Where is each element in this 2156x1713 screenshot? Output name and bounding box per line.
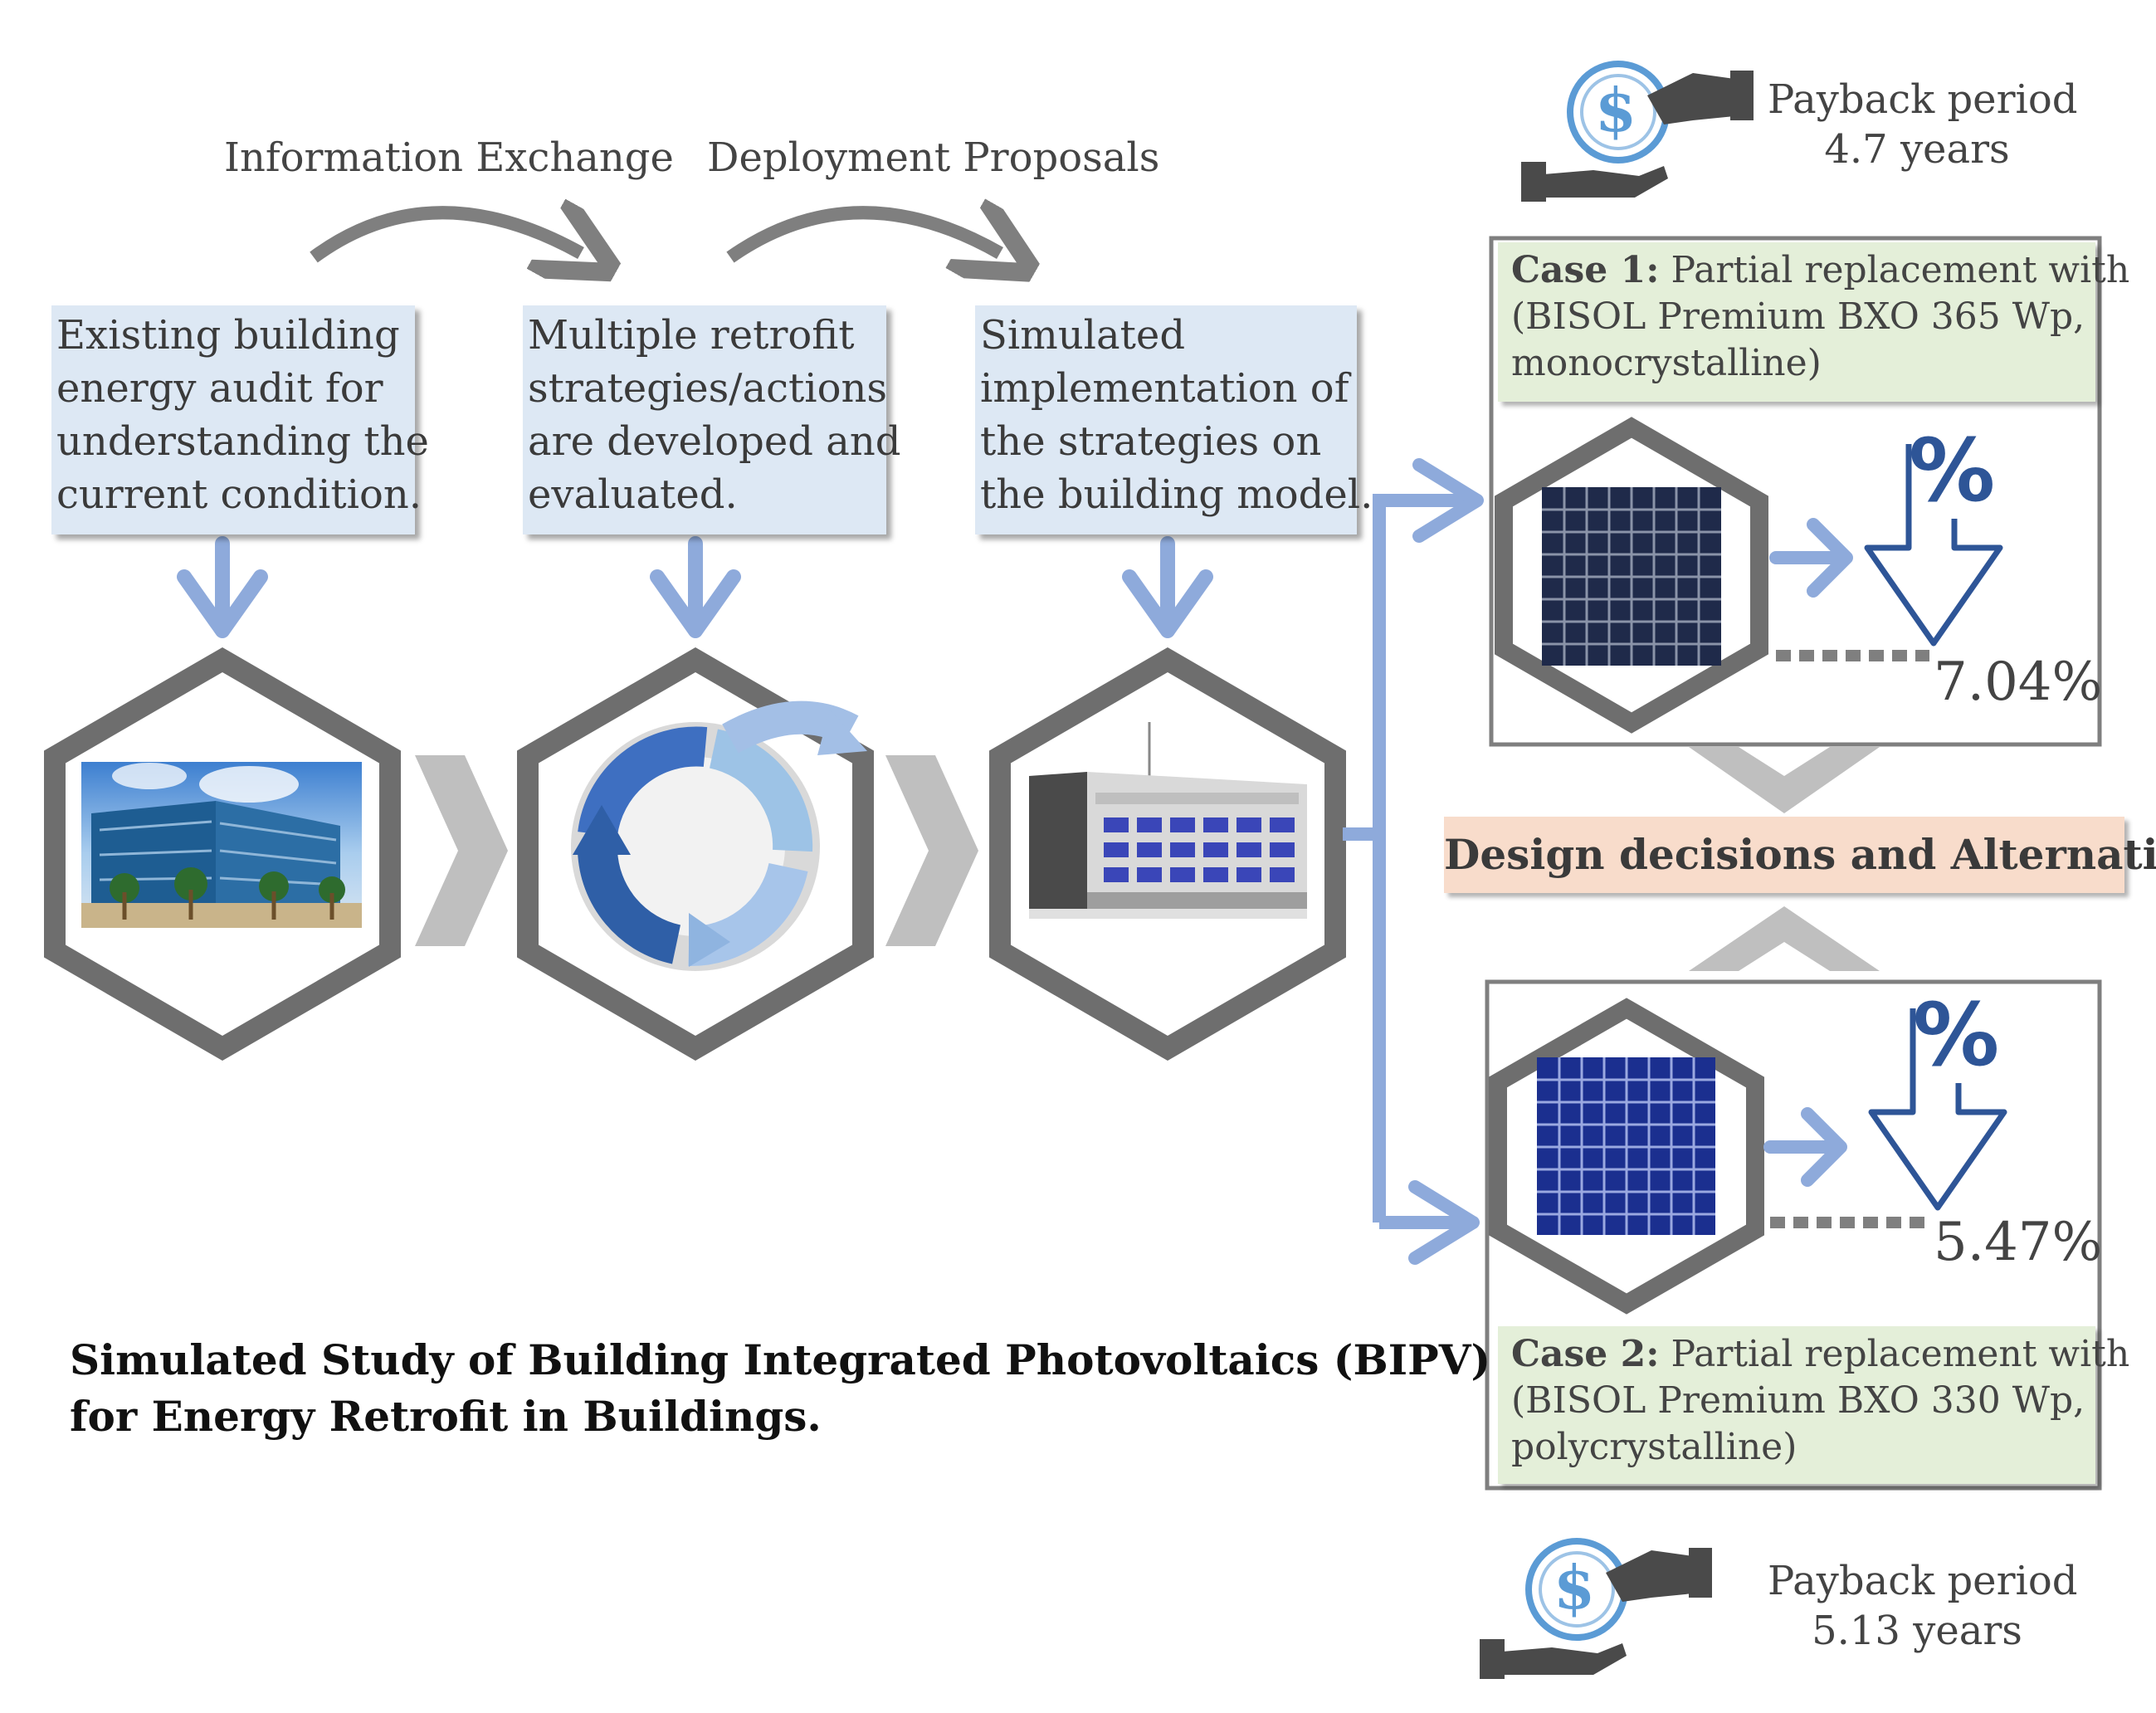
right-arrow-icon bbox=[1769, 518, 1853, 598]
hexagon-building-model bbox=[989, 647, 1346, 1061]
mono-solar-panel-icon bbox=[1542, 487, 1721, 666]
step-text-line: the building model. bbox=[980, 471, 1373, 518]
percent-symbol: % bbox=[1913, 984, 2000, 1086]
building-model-icon bbox=[1029, 722, 1307, 919]
case2-payback: Payback period 5.13 years bbox=[1768, 1556, 2078, 1656]
step-box-strategies: Multiple retrofit strategies/actions are… bbox=[523, 305, 901, 534]
dollar-symbol: $ bbox=[1595, 75, 1637, 145]
step-text-line: current condition. bbox=[56, 471, 422, 518]
chevron-right-icon bbox=[885, 755, 978, 946]
building-photo-icon bbox=[81, 762, 362, 928]
case1-reduction-value: 7.04% bbox=[1934, 652, 2103, 713]
payback-label: Payback period bbox=[1768, 76, 2078, 123]
case2-line2: (BISOL Premium BXO 330 Wp, bbox=[1511, 1379, 2085, 1422]
step-text-line: evaluated. bbox=[528, 471, 738, 518]
right-arrow-icon bbox=[1763, 1107, 1847, 1187]
case1-heading: Case 1: bbox=[1511, 249, 1660, 291]
chevron-right-icon bbox=[415, 755, 508, 946]
hexagon-poly-panel bbox=[1489, 998, 1764, 1315]
money-hands-icon bbox=[1480, 1538, 1712, 1679]
hexagon-building-photo bbox=[44, 647, 401, 1061]
down-arrow-icon bbox=[650, 536, 741, 638]
dollar-symbol: $ bbox=[1554, 1552, 1596, 1623]
payback-value: 4.7 years bbox=[1824, 126, 2010, 173]
step-text-line: strategies/actions bbox=[528, 365, 888, 412]
case1-payback: Payback period 4.7 years bbox=[1768, 75, 2078, 174]
step-text-line: Multiple retrofit bbox=[528, 312, 855, 359]
case2-line3: polycrystalline) bbox=[1511, 1426, 1797, 1468]
down-arrow-icon bbox=[1122, 536, 1213, 638]
step-box-audit: Existing building energy audit for under… bbox=[51, 305, 429, 534]
hexagon-mono-panel bbox=[1495, 417, 1768, 734]
chevron-down-icon bbox=[1689, 747, 1880, 813]
case2-heading: Case 2: bbox=[1511, 1333, 1660, 1375]
chevron-up-icon bbox=[1689, 906, 1880, 971]
design-decisions-box: Design decisions and Alternatives bbox=[1444, 817, 2156, 893]
deployment-proposals-label: Deployment Proposals bbox=[707, 134, 1160, 181]
diagram-title: Simulated Study of Building Integrated P… bbox=[70, 1332, 1490, 1445]
percent-symbol: % bbox=[1909, 420, 1996, 521]
payback-label: Payback period bbox=[1768, 1558, 2078, 1604]
step-text-line: Existing building bbox=[56, 312, 400, 359]
title-line2: for Energy Retrofit in Buildings. bbox=[70, 1392, 822, 1441]
branch-connector-arrow bbox=[1343, 458, 1484, 1265]
information-exchange-label: Information Exchange bbox=[224, 134, 674, 181]
case1-line1: Partial replacement with bbox=[1659, 249, 2130, 291]
case2-label-box: Case 2: Partial replacement with (BISOL … bbox=[1498, 1326, 2129, 1484]
step-text-line: energy audit for bbox=[56, 365, 383, 412]
step-text-line: are developed and bbox=[528, 418, 901, 465]
info-exchange-curved-arrow bbox=[310, 212, 581, 257]
step-text-line: Simulated bbox=[980, 312, 1186, 359]
case1-frame bbox=[1489, 236, 2102, 747]
cycle-arrows-icon bbox=[571, 700, 867, 971]
step-text-line: the strategies on bbox=[980, 418, 1322, 465]
case1-line2: (BISOL Premium BXO 365 Wp, bbox=[1511, 295, 2085, 338]
title-line1: Simulated Study of Building Integrated P… bbox=[70, 1335, 1491, 1384]
down-arrow-icon bbox=[177, 536, 268, 638]
percent-down-arrow-icon bbox=[1864, 444, 2003, 647]
step-box-simulation: Simulated implementation of the strategi… bbox=[975, 305, 1373, 534]
poly-solar-panel-icon bbox=[1537, 1057, 1715, 1235]
case2-line1: Partial replacement with bbox=[1659, 1333, 2130, 1375]
step-text-line: understanding the bbox=[56, 418, 429, 465]
money-hands-icon bbox=[1521, 61, 1754, 202]
case2-reduction-value: 5.47% bbox=[1934, 1212, 2103, 1273]
hexagon-retrofit-cycle bbox=[517, 647, 874, 1061]
deployment-curved-arrow bbox=[726, 212, 1000, 257]
case1-line3: monocrystalline) bbox=[1511, 342, 1822, 384]
case1-label-box: Case 1: Partial replacement with (BISOL … bbox=[1498, 242, 2129, 402]
percent-down-arrow-icon bbox=[1868, 1008, 2007, 1211]
step-text-line: implementation of bbox=[980, 365, 1349, 412]
payback-value: 5.13 years bbox=[1812, 1608, 2022, 1654]
case2-frame bbox=[1485, 979, 2102, 1491]
